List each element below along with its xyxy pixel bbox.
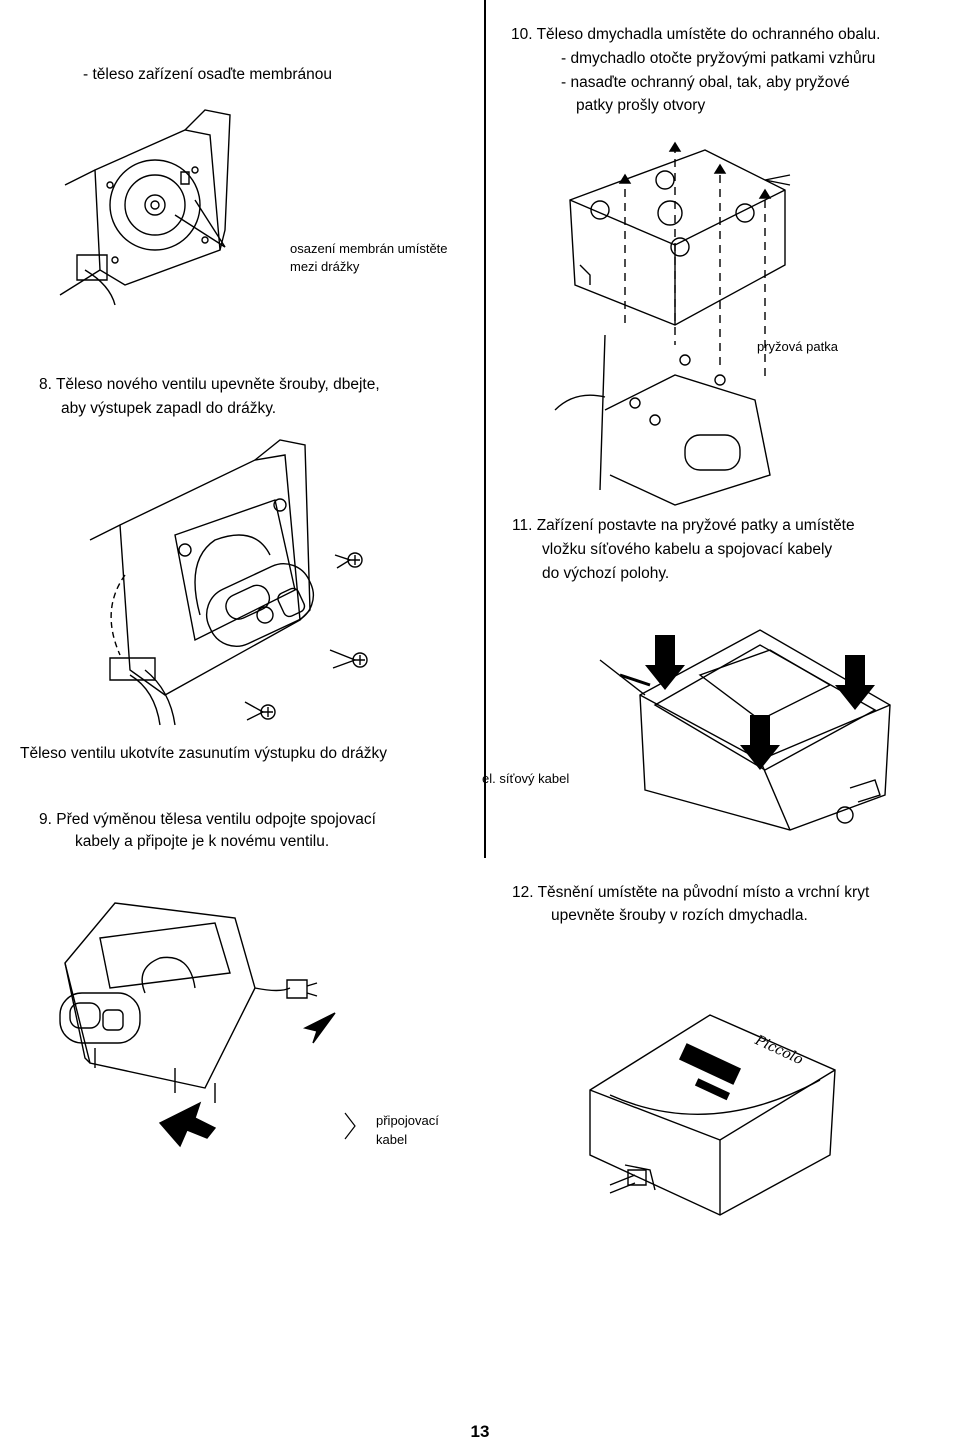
step11-line3: do výchozí polohy.	[542, 565, 670, 582]
blower-connector-icon	[55, 898, 355, 1153]
membrane-label-line2: mezi drážky	[290, 259, 360, 274]
step11-line1: 11. Zařízení postavte na pryžové patky a…	[512, 517, 855, 534]
membrane-label-line1: osazení membrán umístěte	[290, 241, 448, 256]
connector-label-line1: připojovací	[376, 1113, 439, 1128]
diaphragm-assembly-icon	[55, 110, 290, 305]
valve-mount-icon	[85, 440, 385, 725]
step12-line2: upevněte šrouby v rozích dmychadla.	[551, 907, 808, 924]
step9-line2: kabely a připojte je k novému ventilu.	[75, 833, 330, 850]
step12-line1: 12. Těsnění umístěte na původní místo a …	[512, 884, 870, 901]
step10-line1: 10. Těleso dmychadla umístěte do ochrann…	[511, 26, 881, 43]
svg-text:Piccolo: Piccolo	[752, 1032, 806, 1068]
step8-line2: aby výstupek zapadl do drážky.	[61, 400, 277, 417]
cover-fitting-icon	[555, 135, 805, 505]
page-number: 13	[470, 1422, 490, 1441]
step10-line4: patky prošly otvory	[576, 97, 706, 114]
connector-label-line2: kabel	[376, 1132, 408, 1147]
step11-line2: vložku síťového kabelu a spojovací kabel…	[542, 541, 833, 558]
rubber-foot-label: pryžová patka	[757, 339, 838, 354]
assembled-blower-icon: Piccolo	[580, 1015, 840, 1215]
valve-caption: Těleso ventilu ukotvíte zasunutím výstup…	[20, 745, 388, 762]
step10-line2: - dmychadlo otočte pryžovými patkami vzh…	[561, 50, 876, 67]
step9-line1: 9. Před výměnou tělesa ventilu odpojte s…	[39, 811, 376, 828]
column-divider	[484, 0, 486, 858]
step10-line3: - nasaďte ochranný obal, tak, aby pryžov…	[561, 74, 850, 91]
power-cable-label: el. síťový kabel	[482, 771, 570, 786]
step7-text: - těleso zařízení osaďte membránou	[83, 66, 333, 83]
blower-placement-icon	[600, 630, 895, 830]
step8-line1: 8. Těleso nového ventilu upevněte šrouby…	[39, 376, 380, 393]
